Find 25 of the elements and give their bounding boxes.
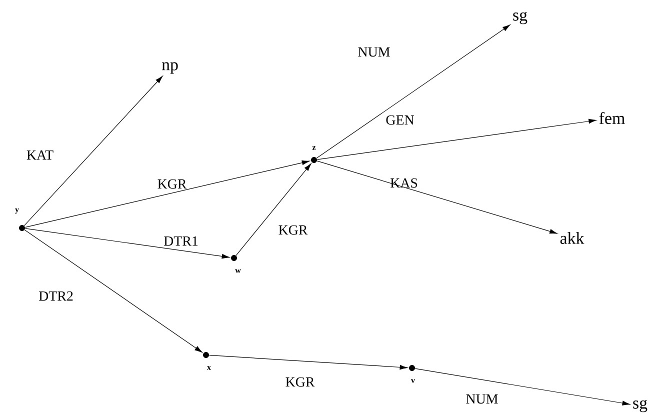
edge-label: NUM	[358, 47, 390, 57]
value-label: fem	[599, 112, 625, 124]
edge-label: KGR	[158, 179, 187, 189]
arrow	[316, 160, 558, 234]
value-label: akk	[560, 232, 584, 244]
edge-label: KGR	[286, 377, 315, 387]
edge-label: KGR	[278, 225, 308, 235]
arrow	[316, 118, 596, 160]
arrow	[236, 163, 312, 256]
value-label: np	[162, 62, 178, 74]
edge-label: DTR1	[164, 236, 198, 246]
edge-label: KAT	[26, 150, 54, 160]
edge-label: GEN	[386, 115, 414, 125]
arrow	[24, 228, 230, 259]
edge-label: NUM	[466, 394, 498, 404]
value-label: sg	[513, 12, 528, 24]
value-label: sg	[633, 400, 648, 412]
arrow	[414, 368, 630, 406]
arrow	[208, 354, 408, 370]
arrow	[24, 160, 310, 228]
arrow	[316, 24, 510, 158]
arrow	[24, 230, 202, 353]
edge-label: DTR2	[38, 291, 73, 301]
edge-label: KAS	[390, 178, 418, 188]
arrow	[24, 76, 163, 226]
